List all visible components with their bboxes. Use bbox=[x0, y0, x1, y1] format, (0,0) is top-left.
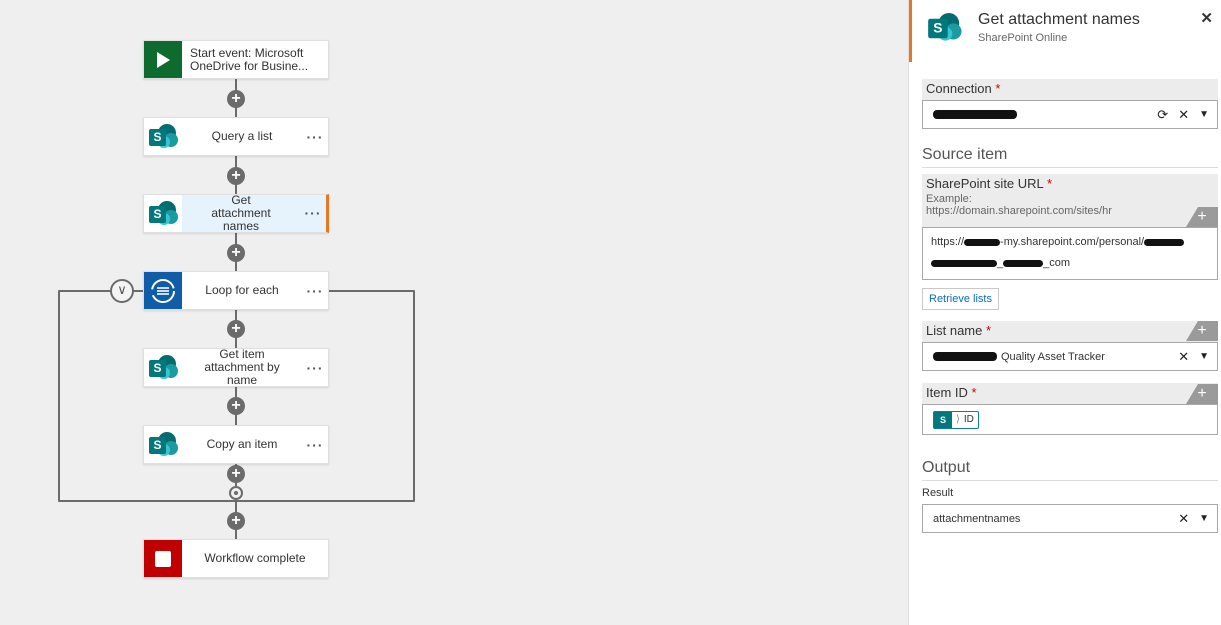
close-icon[interactable]: ✕ bbox=[1200, 10, 1213, 27]
clear-icon[interactable]: ✕ bbox=[1178, 107, 1190, 122]
loop-for-each-node[interactable]: Loop for each ··· bbox=[143, 271, 329, 310]
add-step-button[interactable] bbox=[227, 90, 245, 108]
node-menu-button[interactable]: ··· bbox=[306, 282, 324, 299]
clear-icon[interactable]: ✕ bbox=[1178, 349, 1190, 364]
node-label: Get attachment names bbox=[182, 194, 300, 233]
sharepoint-icon: S bbox=[144, 349, 182, 386]
dropdown-arrow-icon[interactable]: ▼ bbox=[1199, 109, 1209, 120]
add-step-button[interactable] bbox=[227, 244, 245, 262]
connection-label: Connection * bbox=[922, 79, 1218, 100]
node-label: Loop for each bbox=[205, 283, 279, 297]
item-id-label: Item ID * bbox=[922, 383, 1218, 404]
redacted-value bbox=[933, 352, 997, 361]
output-heading: Output bbox=[922, 459, 1218, 481]
node-label: Copy an item bbox=[206, 437, 278, 451]
workflow-canvas: ∨ Start event: Microsoft OneDrive for Bu… bbox=[0, 0, 908, 625]
panel-header: S Get attachment names SharePoint Online… bbox=[909, 0, 1221, 62]
list-name-label: List name * bbox=[922, 321, 1218, 342]
sharepoint-icon: S bbox=[927, 13, 962, 41]
variable-token[interactable]: S ⟩ ID bbox=[933, 410, 979, 429]
sharepoint-icon: S bbox=[144, 426, 182, 463]
node-menu-button[interactable]: ··· bbox=[306, 128, 324, 145]
redacted-value bbox=[931, 259, 997, 267]
dropdown-arrow-icon[interactable]: ▼ bbox=[1199, 513, 1209, 524]
start-event-node[interactable]: Start event: Microsoft OneDrive for Busi… bbox=[143, 40, 329, 79]
play-icon bbox=[144, 41, 182, 78]
add-step-button[interactable] bbox=[227, 167, 245, 185]
connection-select[interactable]: ⟳ ✕ ▼ bbox=[922, 100, 1218, 129]
chevron-right-icon: ⟩ bbox=[956, 414, 960, 425]
source-item-heading: Source item bbox=[922, 146, 1218, 168]
loop-merge-point bbox=[229, 486, 243, 500]
add-step-button[interactable] bbox=[227, 512, 245, 530]
workflow-complete-node[interactable]: Workflow complete bbox=[143, 539, 329, 578]
panel-title: Get attachment names bbox=[978, 11, 1140, 28]
retrieve-lists-button[interactable]: Retrieve lists bbox=[922, 288, 999, 310]
result-select[interactable]: attachmentnames ✕ ▼ bbox=[922, 504, 1218, 533]
node-label: Get item attachment by name bbox=[204, 347, 280, 387]
redacted-value bbox=[964, 238, 1001, 246]
get-item-attachment-node[interactable]: S Get item attachment by name ··· bbox=[143, 348, 329, 387]
collapse-loop-button[interactable]: ∨ bbox=[110, 279, 134, 303]
item-id-input[interactable]: S ⟩ ID bbox=[922, 404, 1218, 435]
example-label: Example: bbox=[926, 193, 972, 205]
copy-item-node[interactable]: S Copy an item ··· bbox=[143, 425, 329, 464]
node-menu-button[interactable]: ··· bbox=[306, 436, 324, 453]
list-name-select[interactable]: Quality Asset Tracker ✕ ▼ bbox=[922, 342, 1218, 371]
add-step-button[interactable] bbox=[227, 320, 245, 338]
node-menu-button[interactable]: ··· bbox=[306, 359, 324, 376]
node-label: Start event: Microsoft OneDrive for Busi… bbox=[190, 45, 309, 73]
get-attachment-names-node[interactable]: S Get attachment names ··· bbox=[143, 194, 329, 233]
redacted-value bbox=[1144, 238, 1185, 246]
dropdown-arrow-icon[interactable]: ▼ bbox=[1199, 351, 1209, 362]
node-label: Workflow complete bbox=[204, 551, 306, 565]
refresh-icon[interactable]: ⟳ bbox=[1157, 107, 1169, 122]
add-step-button[interactable] bbox=[227, 397, 245, 415]
example-value: https://domain.sharepoint.com/sites/hr bbox=[926, 205, 1112, 217]
node-label: Query a list bbox=[211, 129, 273, 143]
sharepoint-icon: S bbox=[934, 411, 952, 428]
connector-line bbox=[235, 464, 237, 542]
result-label: Result bbox=[922, 487, 954, 499]
redacted-value bbox=[933, 110, 1017, 119]
panel-subtitle: SharePoint Online bbox=[978, 32, 1068, 44]
site-url-label: SharePoint site URL * Example: https://d… bbox=[922, 174, 1218, 227]
loop-icon bbox=[144, 272, 182, 309]
sharepoint-icon: S bbox=[144, 195, 182, 232]
properties-panel: S Get attachment names SharePoint Online… bbox=[908, 0, 1221, 625]
query-list-node[interactable]: S Query a list ··· bbox=[143, 117, 329, 156]
site-url-input[interactable]: https://-my.sharepoint.com/personal/ __c… bbox=[922, 227, 1218, 280]
node-menu-button[interactable]: ··· bbox=[300, 195, 326, 232]
stop-icon bbox=[144, 540, 182, 577]
clear-icon[interactable]: ✕ bbox=[1178, 511, 1190, 526]
add-step-button[interactable] bbox=[227, 465, 245, 483]
sharepoint-icon: S bbox=[144, 118, 182, 155]
redacted-value bbox=[1003, 259, 1044, 267]
